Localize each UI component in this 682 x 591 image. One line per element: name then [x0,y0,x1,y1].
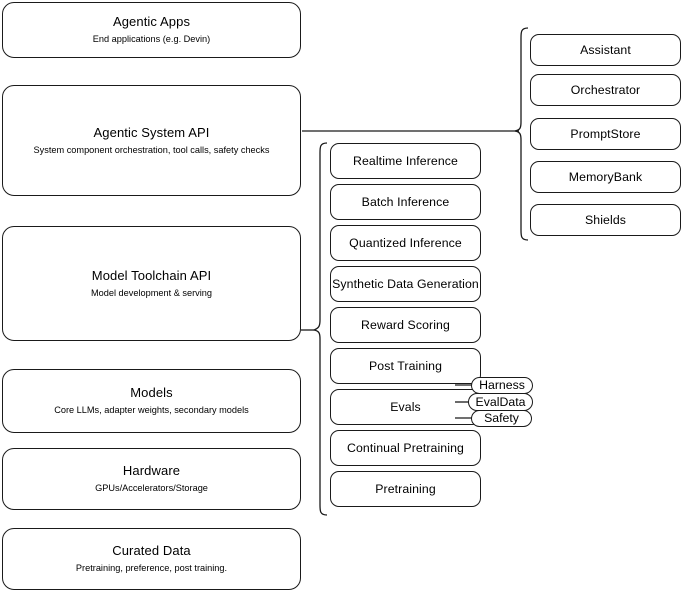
toolchain-box-evals[interactable]: Evals [330,389,481,425]
toolchain-box-realtime-inference[interactable]: Realtime Inference [330,143,481,179]
toolchain-label: Quantized Inference [349,236,462,250]
layer-subtitle: Pretraining, preference, post training. [75,563,228,573]
layer-box-models[interactable]: Models Core LLMs, adapter weights, secon… [2,369,301,433]
evals-pill-label: Harness [479,378,525,393]
agentic-label: Orchestrator [570,83,641,97]
toolchain-box-post-training[interactable]: Post Training [330,348,481,384]
layer-title: Models [130,385,173,400]
toolchain-label: Realtime Inference [352,154,458,168]
toolchain-label: Synthetic Data Generation [332,277,479,291]
layer-title: Agentic System API [93,124,210,140]
toolchain-label: Pretraining [375,482,436,496]
evals-pill-safety[interactable]: Safety [471,410,532,427]
layer-subtitle: System component orchestration, tool cal… [33,144,270,155]
evals-pill-evaldata[interactable]: EvalData [468,393,533,411]
agentic-label: PromptStore [570,127,641,141]
layer-title: Model Toolchain API [91,267,212,283]
toolchain-label: Batch Inference [361,195,450,209]
layer-box-curated-data[interactable]: Curated Data Pretraining, preference, po… [2,528,301,590]
layer-box-agentic-system-api[interactable]: Agentic System API System component orch… [2,85,301,196]
toolchain-label: Evals [390,400,421,414]
layer-box-agentic-apps[interactable]: Agentic Apps End applications (e.g. Devi… [2,2,301,58]
agentic-label: Assistant [580,43,631,57]
layer-title: Agentic Apps [112,14,191,29]
agentic-box-assistant[interactable]: Assistant [530,34,681,66]
agentic-box-promptstore[interactable]: PromptStore [530,118,681,150]
toolchain-label: Post Training [368,359,443,373]
evals-pill-harness[interactable]: Harness [471,377,533,394]
agentic-box-orchestrator[interactable]: Orchestrator [530,74,681,106]
evals-pill-label: EvalData [475,394,526,409]
toolchain-box-reward-scoring[interactable]: Reward Scoring [330,307,481,343]
layer-subtitle: GPUs/Accelerators/Storage [95,483,208,493]
toolchain-box-pretraining[interactable]: Pretraining [330,471,481,507]
toolchain-box-continual-pretraining[interactable]: Continual Pretraining [330,430,481,466]
toolchain-label: Continual Pretraining [347,441,464,455]
layer-title: Hardware [122,463,181,478]
toolchain-box-quantized-inference[interactable]: Quantized Inference [330,225,481,261]
layer-title: Curated Data [112,543,191,558]
layer-subtitle: End applications (e.g. Devin) [92,34,211,44]
agentic-label: Shields [584,213,627,227]
toolchain-box-synthetic-data-generation[interactable]: Synthetic Data Generation [330,266,481,302]
layer-box-model-toolchain-api[interactable]: Model Toolchain API Model development & … [2,226,301,341]
toolchain-label: Reward Scoring [361,318,450,332]
layer-subtitle: Core LLMs, adapter weights, secondary mo… [54,405,249,415]
layer-subtitle: Model development & serving [90,287,213,298]
brace-agentic-system [514,27,529,241]
agentic-box-shields[interactable]: Shields [530,204,681,236]
brace-model-toolchain [311,142,328,516]
evals-pill-label: Safety [484,411,519,426]
toolchain-box-batch-inference[interactable]: Batch Inference [330,184,481,220]
layer-box-hardware[interactable]: Hardware GPUs/Accelerators/Storage [2,448,301,510]
agentic-label: MemoryBank [568,170,643,184]
agentic-box-memorybank[interactable]: MemoryBank [530,161,681,193]
